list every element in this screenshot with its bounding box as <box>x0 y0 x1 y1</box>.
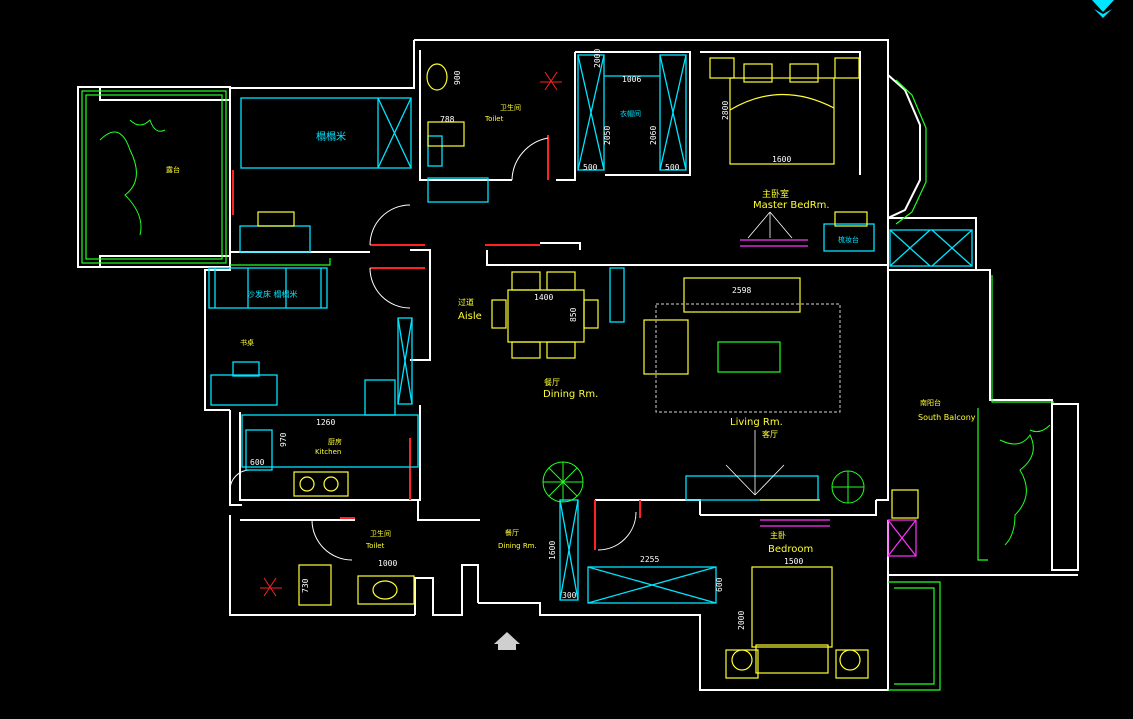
dim-text: 788 <box>440 115 455 124</box>
room-label-master-en: Master BedRm. <box>753 200 830 211</box>
dim-text: 2255 <box>640 555 659 564</box>
label-wardrobe: 衣帽间 <box>620 109 641 118</box>
dim-text: 300 <box>562 591 577 600</box>
room-label-balcony-en: South Balcony <box>918 413 976 422</box>
dim-text: 2800 <box>721 101 730 120</box>
view-cube-icon[interactable] <box>1090 0 1116 18</box>
sink-icons <box>260 71 562 597</box>
label-balcony-left: 露台 <box>166 165 180 174</box>
leader-lines <box>725 211 793 496</box>
label-tatami: 榻榻米 <box>316 130 346 143</box>
dim-text: 1260 <box>316 418 335 427</box>
room-label-balcony-cn: 南阳台 <box>920 398 941 407</box>
dim-text: 2050 <box>603 126 612 145</box>
room-label-toilet-top-cn: 卫生间 <box>500 103 521 112</box>
dim-text: 970 <box>279 432 288 447</box>
room-label-living-en: Living Rm. <box>730 417 783 428</box>
dim-text: 2598 <box>732 286 751 295</box>
room-label-bedroom-cn: 主卧 <box>770 530 786 540</box>
dimension-labels: 900 1006 788 2050 2060 2800 500 500 2000… <box>250 49 803 630</box>
dim-text: 1500 <box>784 557 803 566</box>
room-label-lower-dining-cn: 餐厅 <box>505 528 519 537</box>
accent-elements <box>740 239 917 557</box>
balcony-rails <box>81 79 1054 691</box>
dim-text: 2000 <box>593 49 602 68</box>
room-label-dining-en: Dining Rm. <box>543 389 598 400</box>
plants <box>99 119 1051 546</box>
room-label-toilet-top-en: Toilet <box>484 115 504 123</box>
furniture-labels: 榻榻米 沙发床 榻榻米 衣帽间 梳妆台 书桌 露台 <box>166 109 859 347</box>
room-label-dining-cn: 餐厅 <box>544 378 560 387</box>
room-labels: 主卧室 Master BedRm. 过道 Aisle 餐厅 Dining Rm.… <box>315 103 976 555</box>
dim-text: 1600 <box>772 155 791 164</box>
room-label-bedroom-en: Bedroom <box>768 544 813 555</box>
dim-text: 1006 <box>622 75 641 84</box>
room-label-kitchen-cn: 厨房 <box>328 437 342 446</box>
dim-text: 500 <box>665 163 680 172</box>
dim-text: 1600 <box>548 541 557 560</box>
room-label-living-cn: 客厅 <box>762 429 778 439</box>
room-label-kitchen-en: Kitchen <box>315 448 341 456</box>
dim-text: 730 <box>301 578 310 593</box>
dim-text: 1400 <box>534 293 553 302</box>
fixtures <box>257 57 919 679</box>
dim-text: 1000 <box>378 559 397 568</box>
label-sofa-bed: 沙发床 榻榻米 <box>247 289 298 299</box>
room-label-aisle-cn: 过道 <box>458 297 474 307</box>
label-dresser: 梳妆台 <box>838 235 859 244</box>
furniture <box>208 54 973 604</box>
dim-text: 2060 <box>649 126 658 145</box>
door-openings <box>232 135 641 550</box>
dim-text: 900 <box>453 70 462 85</box>
room-label-aisle-en: Aisle <box>458 311 482 322</box>
room-label-lower-dining-en: Dining Rm. <box>498 542 537 550</box>
home-icon[interactable] <box>492 630 522 652</box>
dim-text: 850 <box>569 307 578 322</box>
dim-text: 600 <box>250 458 265 467</box>
label-study: 书桌 <box>240 338 254 347</box>
room-label-toilet-bottom-cn: 卫生间 <box>370 529 391 538</box>
room-label-toilet-bottom-en: Toilet <box>365 542 385 550</box>
dim-text: 600 <box>715 577 724 592</box>
dim-text: 2000 <box>737 611 746 630</box>
dim-text: 500 <box>583 163 598 172</box>
room-label-master-cn: 主卧室 <box>762 188 789 200</box>
